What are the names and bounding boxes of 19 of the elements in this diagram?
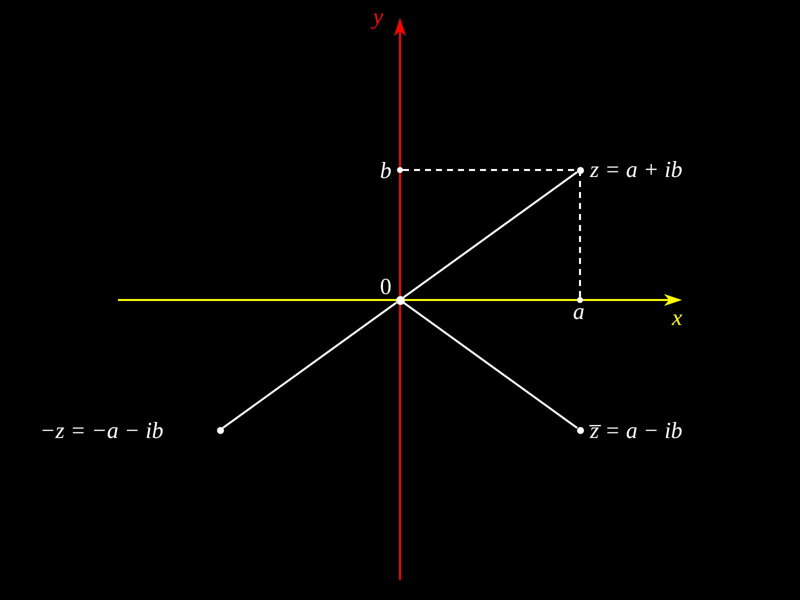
point-dot [397,167,403,173]
point-dot [577,297,583,303]
point-label: z = a + ib [590,158,682,181]
line-segment [403,302,578,429]
point-dot [396,296,404,304]
point-label: −z = −a − ib [40,419,164,442]
line-segment [222,302,397,429]
point-label: a [573,300,584,323]
dashed-line [403,169,576,171]
point-label: 0 [380,275,392,298]
point-label: b [380,159,392,182]
point-dot [216,426,224,434]
axis-label: x [672,306,682,329]
point-dot [576,426,584,434]
axis-label: y [373,5,384,28]
dashed-line [579,174,581,297]
point-dot [576,166,584,174]
line-segment [403,171,578,298]
point-label: z̅ = a − ib [590,419,682,442]
